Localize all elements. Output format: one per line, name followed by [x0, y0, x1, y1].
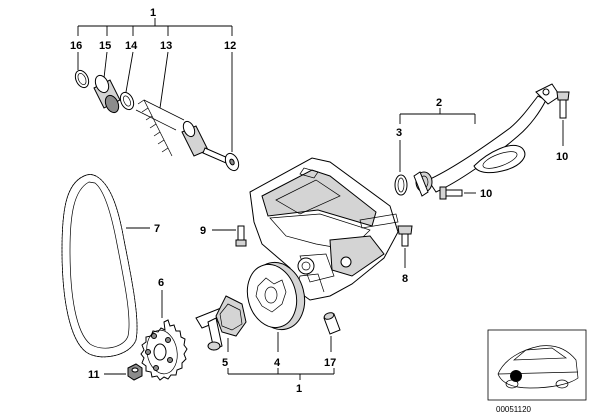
part-3-o-ring — [394, 174, 408, 196]
callout-7: 7 — [154, 223, 160, 235]
part-16-o-ring — [74, 69, 90, 89]
part-10-bolt-lower — [439, 186, 463, 200]
callout-10-upper: 10 — [556, 151, 568, 163]
bracket-group-2 — [399, 108, 476, 172]
bracket-group-bottom — [227, 368, 335, 380]
part-6-sprocket — [140, 319, 188, 381]
callout-3: 3 — [396, 127, 402, 139]
callout-13: 13 — [160, 40, 172, 52]
callout-4: 4 — [274, 357, 281, 369]
part-17-dowel-pin — [323, 312, 341, 335]
vehicle-locator-inset — [487, 329, 587, 401]
reference-code: 00051120 — [496, 405, 532, 414]
callout-16: 16 — [70, 40, 82, 52]
callout-5: 5 — [222, 357, 228, 369]
part-14-ring — [119, 91, 135, 111]
callout-8: 8 — [402, 273, 408, 285]
callout-10-lower: 10 — [480, 188, 492, 200]
callout-15: 15 — [99, 40, 111, 52]
part-10-bolt-upper — [556, 91, 570, 119]
part-8-bolt — [397, 225, 413, 247]
callout-9: 9 — [200, 225, 206, 237]
part-9-bolt — [235, 225, 247, 247]
part-13-spring — [135, 99, 185, 157]
part-11-nut — [127, 363, 143, 381]
callout-11: 11 — [88, 369, 100, 381]
part-15-sleeve — [93, 74, 121, 114]
callout-1-bottom: 1 — [296, 383, 302, 395]
oil-pump-housing — [249, 157, 399, 301]
part-4-outer-rotor — [246, 261, 306, 331]
part-5-inner-rotor-shaft — [195, 295, 247, 351]
callout-6: 6 — [158, 277, 164, 289]
bracket-group-top — [77, 18, 233, 152]
callout-17: 17 — [324, 357, 336, 369]
callout-12: 12 — [224, 40, 236, 52]
callout-1-top: 1 — [150, 7, 156, 19]
callout-14: 14 — [125, 40, 138, 52]
callout-2: 2 — [436, 97, 442, 109]
part-12-valve-piston — [181, 120, 240, 172]
part-7-chain — [61, 174, 138, 358]
